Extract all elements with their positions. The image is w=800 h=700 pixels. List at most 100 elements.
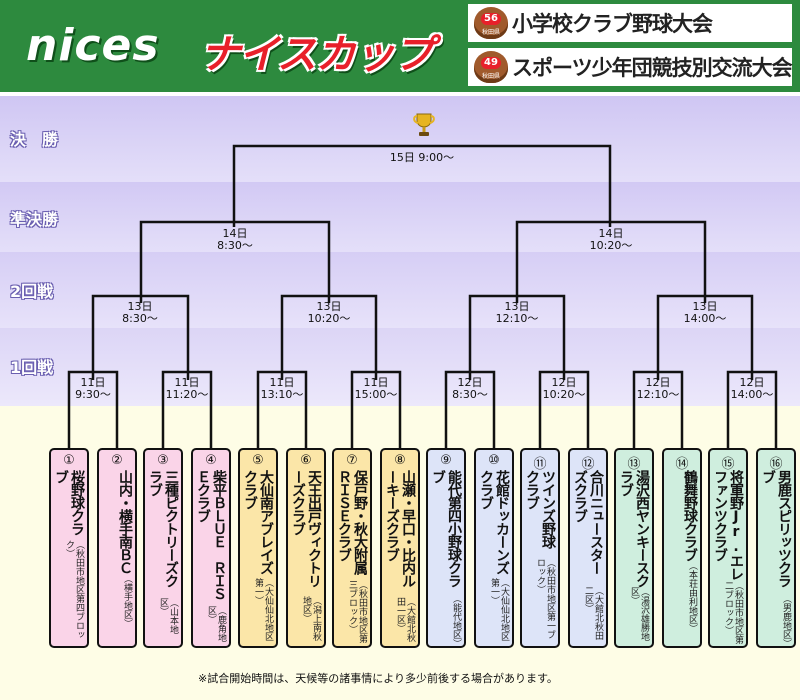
match-time-r2-2: 13日 10:20～ — [289, 301, 369, 325]
round-band-final: 決 勝 — [0, 96, 800, 182]
bracket-line-r1-3 — [256, 370, 308, 450]
match-day: 12日 — [739, 376, 765, 389]
match-time-r1-6: 12日 10:20～ — [524, 377, 604, 401]
match-time-r2-3: 13日 12:10～ — [477, 301, 557, 325]
edition-number: 56 — [481, 13, 501, 25]
team-area: （秋田市地区第一ブロック） — [535, 558, 555, 639]
team-name: 山瀬・早口・比内ルーキーズクラブ — [384, 470, 416, 587]
team-name: 柴平ＢＬＵＥ ＲＩＳＥクラブ — [195, 470, 227, 600]
team-name: 大仙南アブレイズクラブ — [242, 470, 274, 574]
match-time-semi-2: 14日 10:20～ — [571, 228, 651, 252]
match-time-r2-4: 13日 14:00～ — [665, 301, 745, 325]
team-name: 桜野球クラブ — [53, 470, 85, 535]
match-time-r1-4: 11日 15:00～ — [336, 377, 416, 401]
match-time-r1-2: 11日 11:20～ — [147, 377, 227, 401]
team-name: 鶴舞野球クラブ — [682, 470, 698, 561]
team-area: （秋田市地区第二ブロック） — [723, 581, 743, 645]
trophy-icon — [413, 113, 435, 136]
bracket-line-semi-1 — [139, 220, 331, 303]
team-number: ⑩ — [488, 453, 500, 468]
logo-nices-text: nices — [26, 20, 160, 71]
match-day: 13日 — [504, 300, 530, 313]
round-label-final: 決 勝 — [10, 130, 59, 149]
team-box: ⑪ ツインズ野球クラブ（秋田市地区第一ブロック） — [520, 448, 560, 648]
team-box: ⑦ 保戸野・秋大附属ＲＩＳＥクラブ（秋田市地区第三ブロック） — [332, 448, 372, 648]
team-box: ② 山内・横手南ＢＣ（横手地区） — [97, 448, 137, 648]
edition-sub: 秋田県 — [481, 73, 500, 80]
team-name: 保戸野・秋大附属ＲＩＳＥクラブ — [336, 470, 368, 574]
match-day: 11日 — [269, 376, 295, 389]
team-area: （山本地区） — [158, 597, 178, 634]
team-number: ⑨ — [440, 453, 452, 468]
round-band-r2: 2回戦 — [0, 252, 800, 328]
team-box: ③ 三種ピクトリーズクラブ（山本地区） — [143, 448, 183, 648]
team-area: （大仙仙北地区第一） — [489, 578, 509, 642]
match-day: 12日 — [551, 376, 577, 389]
team-name: 将軍野Jr.エレファンツクラブ — [712, 470, 744, 580]
match-time: 8:30～ — [122, 312, 158, 325]
round-label-r2: 2回戦 — [10, 282, 54, 301]
match-time-r1-5: 12日 8:30～ — [430, 377, 510, 401]
match-time-r1-1: 11日 9:30～ — [53, 377, 133, 401]
team-box: ⑨ 能代第四小野球クラブ（能代地区） — [426, 448, 466, 648]
tournament-title-2: 49 秋田県 スポーツ少年団競技別交流大会 — [468, 48, 793, 86]
bracket-line-r2-3 — [468, 294, 566, 380]
team-name: 天王出戸ヴィクトリーズクラブ — [290, 470, 322, 587]
team-name: 花館ドッカーンズクラブ — [478, 470, 510, 574]
team-area: （本荘由利地区） — [687, 561, 697, 633]
team-box: ⑬ 湯沢西ヤンキースクラブ（湯沢雄勝地区） — [614, 448, 654, 648]
team-number: ⑭ — [675, 457, 689, 472]
team-number: ⑤ — [252, 453, 264, 468]
bracket-line-r2-4 — [656, 294, 754, 380]
match-day: 12日 — [645, 376, 671, 389]
team-number: ⑫ — [581, 457, 595, 472]
team-box: ① 桜野球クラブ（秋田市地区第四ブロック） — [49, 448, 89, 648]
bracket-line-final — [232, 144, 612, 227]
team-number: ⑪ — [533, 457, 547, 472]
team-number: ⑥ — [300, 453, 312, 468]
bracket-line-r1-2 — [161, 370, 213, 450]
team-area: （鹿角地区） — [206, 605, 226, 642]
match-time: 14:00～ — [683, 312, 727, 325]
team-area: （湯沢雄勝地区） — [629, 587, 649, 642]
team-area: （秋田市地区第四ブロック） — [64, 540, 84, 640]
team-number: ⑧ — [394, 453, 406, 468]
match-time-r1-7: 12日 12:10～ — [618, 377, 698, 401]
team-number: ⑮ — [721, 457, 735, 472]
match-time: 12:10～ — [495, 312, 539, 325]
team-number: ⑦ — [346, 453, 358, 468]
team-box: ⑧ 山瀬・早口・比内ルーキーズクラブ（大館北秋田一区） — [380, 448, 420, 648]
team-area: （能代地区） — [451, 594, 461, 649]
team-box: ④ 柴平ＢＬＵＥ ＲＩＳＥクラブ （鹿角地区） — [191, 448, 231, 648]
tournament-name: スポーツ少年団競技別交流大会 — [512, 56, 793, 80]
team-area: （横手地区） — [122, 574, 132, 628]
match-day: 13日 — [692, 300, 718, 313]
match-time: 15:00～ — [354, 388, 398, 401]
team-box: ⑭ 鶴舞野球クラブ（本荘由利地区） — [662, 448, 702, 648]
match-time-r1-8: 12日 14:00～ — [712, 377, 792, 401]
team-area: （男鹿地区） — [781, 594, 791, 649]
bracket-line-semi-2 — [515, 220, 707, 303]
baseball-glove-icon: 56 秋田県 — [474, 7, 508, 39]
team-name: 合川ニュースターズクラブ — [572, 470, 604, 574]
team-number: ③ — [157, 453, 169, 468]
team-number: ② — [111, 453, 123, 468]
header-banner: nices ナイスカップ 56 秋田県 小学校クラブ野球大会 49 秋田県 スポ… — [0, 0, 800, 92]
team-area: （大館北秋田二区） — [583, 585, 603, 640]
team-number: ④ — [205, 453, 217, 468]
nices-cup-logo: nices ナイスカップ — [22, 14, 462, 82]
bracket-line-r1-7 — [632, 370, 684, 450]
match-day: 11日 — [363, 376, 389, 389]
match-day: 14日 — [222, 227, 248, 240]
team-area: （潟上南秋地区） — [301, 596, 321, 642]
match-time: 9:30～ — [75, 388, 111, 401]
match-time: 12:10～ — [636, 388, 680, 401]
team-area: （大仙仙北地区第一） — [253, 578, 273, 642]
team-box: ⑯ 男鹿スピリッツクラブ （男鹿地区） — [756, 448, 796, 648]
match-time: 13:10～ — [260, 388, 304, 401]
tournament-name: 小学校クラブ野球大会 — [512, 12, 713, 36]
team-name: 男鹿スピリッツクラブ — [760, 470, 792, 587]
baseball-glove-icon: 49 秋田県 — [474, 51, 508, 83]
bracket-line-r2-1 — [91, 294, 190, 380]
team-number: ⑯ — [769, 457, 783, 472]
